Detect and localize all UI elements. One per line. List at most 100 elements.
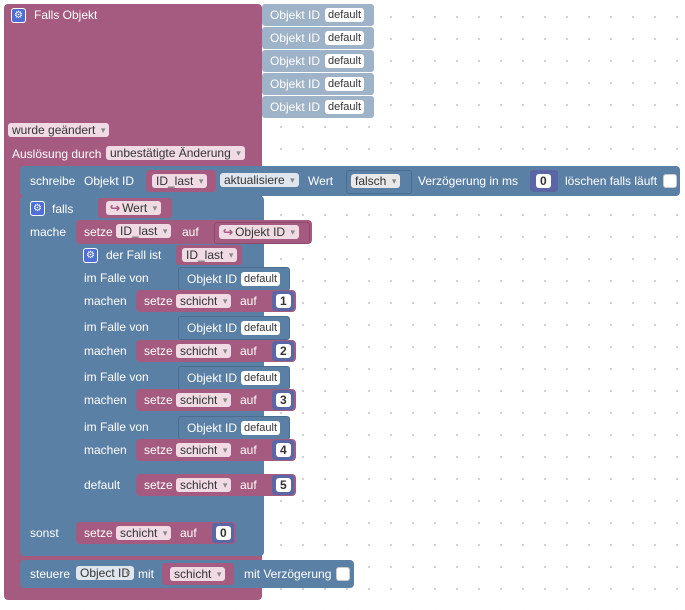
auf-label: auf bbox=[182, 225, 199, 239]
if-cond-block[interactable]: ↪Wert bbox=[98, 198, 172, 218]
schreibe-mode-dropdown[interactable]: aktualisiere bbox=[220, 173, 299, 187]
case-label-4: im Falle von bbox=[84, 420, 149, 434]
trigger-object-4[interactable]: Objekt ID default bbox=[262, 73, 374, 95]
setze-idlast-block[interactable]: setze ID_last auf ↪Objekt ID bbox=[76, 220, 312, 244]
case-setze-1[interactable]: setze schicht auf 1 bbox=[136, 290, 296, 312]
number-block[interactable]: 2 bbox=[272, 341, 294, 361]
case-object-3[interactable]: Objekt ID default bbox=[178, 366, 290, 390]
object-id-value[interactable]: default bbox=[325, 8, 365, 22]
steuere-var-block[interactable]: schicht bbox=[162, 563, 234, 585]
case-object-value[interactable]: default bbox=[241, 371, 281, 385]
trigger-object-5[interactable]: Objekt ID default bbox=[262, 96, 374, 118]
setze-var-dropdown[interactable]: schicht bbox=[116, 526, 172, 540]
setze-var-dropdown[interactable]: schicht bbox=[176, 478, 232, 492]
auf-label: auf bbox=[180, 526, 197, 540]
else-setze[interactable]: setze schicht auf 0 bbox=[76, 522, 236, 544]
number-block[interactable]: 3 bbox=[272, 390, 294, 410]
trigger-gear-icon[interactable]: ⚙ bbox=[11, 8, 26, 23]
if-mache-label: mache bbox=[30, 225, 67, 239]
ausloesung-dropdown[interactable]: unbestätigte Änderung bbox=[106, 146, 245, 160]
case-setze-2[interactable]: setze schicht auf 2 bbox=[136, 340, 296, 362]
auf-label: auf bbox=[240, 478, 257, 492]
number-block[interactable]: 4 bbox=[272, 440, 294, 460]
trigger-title: Falls Objekt bbox=[34, 8, 98, 22]
trigger-object-2[interactable]: Objekt ID default bbox=[262, 27, 374, 49]
if-cond-dropdown[interactable]: ↪Wert bbox=[106, 201, 162, 215]
case-object-label: Objekt ID bbox=[187, 371, 238, 385]
schreibe-block[interactable]: schreibe Objekt ID ID_last aktualisiere … bbox=[20, 166, 680, 196]
ausloesung-label: Auslösung durch bbox=[12, 147, 102, 161]
schreibe-var-block[interactable]: ID_last bbox=[146, 170, 216, 192]
switch-gear-icon[interactable]: ⚙ bbox=[83, 248, 98, 263]
do-label-1: machen bbox=[84, 294, 127, 308]
steuere-delay-checkbox[interactable] bbox=[336, 567, 350, 581]
number-block[interactable]: 1 bbox=[272, 291, 294, 311]
number-value[interactable]: 3 bbox=[276, 393, 291, 407]
setze-value-dropdown[interactable]: ↪Objekt ID bbox=[219, 225, 300, 239]
switch-var-block[interactable]: ID_last bbox=[176, 245, 242, 265]
setze-var-dropdown[interactable]: schicht bbox=[176, 344, 232, 358]
case-object-value[interactable]: default bbox=[241, 421, 281, 435]
schreibe-objekt-label: Objekt ID bbox=[84, 174, 135, 188]
setze-var-dropdown[interactable]: ID_last bbox=[116, 224, 172, 238]
case-object-value[interactable]: default bbox=[241, 272, 281, 286]
setze-label: setze bbox=[84, 225, 113, 239]
number-block[interactable]: 0 bbox=[212, 523, 234, 543]
trigger-object-3[interactable]: Objekt ID default bbox=[262, 50, 374, 72]
number-value[interactable]: 2 bbox=[276, 344, 291, 358]
case-object-2[interactable]: Objekt ID default bbox=[178, 316, 290, 340]
object-id-label: Objekt ID bbox=[270, 77, 321, 91]
object-id-value[interactable]: default bbox=[325, 54, 365, 68]
object-id-value[interactable]: default bbox=[325, 100, 365, 114]
case-object-label: Objekt ID bbox=[187, 272, 238, 286]
do-label-3: machen bbox=[84, 393, 127, 407]
setze-value-block[interactable]: ↪Objekt ID bbox=[214, 222, 310, 244]
switch-var-dropdown[interactable]: ID_last bbox=[182, 248, 238, 262]
if-sonst-label: sonst bbox=[30, 526, 59, 540]
schreibe-delay-value[interactable]: 0 bbox=[536, 174, 551, 188]
schreibe-wert-block[interactable]: falsch bbox=[346, 170, 412, 194]
number-value[interactable]: 5 bbox=[276, 478, 291, 492]
setze-label: setze bbox=[144, 443, 173, 457]
case-object-value[interactable]: default bbox=[241, 321, 281, 335]
schreibe-cancel-checkbox[interactable] bbox=[663, 174, 677, 188]
steuere-block[interactable]: steuere Object ID mit schicht mit Verzög… bbox=[20, 560, 354, 588]
steuere-label: steuere bbox=[30, 567, 71, 581]
setze-label: setze bbox=[144, 294, 173, 308]
steuere-object-dropdown[interactable]: Object ID bbox=[76, 566, 135, 580]
case-object-4[interactable]: Objekt ID default bbox=[178, 416, 290, 440]
trigger-event-dropdown[interactable]: wurde geändert bbox=[8, 123, 110, 137]
object-id-value[interactable]: default bbox=[325, 31, 365, 45]
auf-label: auf bbox=[240, 443, 257, 457]
variable-arrow-icon: ↪ bbox=[223, 225, 234, 239]
number-value[interactable]: 4 bbox=[276, 443, 291, 457]
object-id-value[interactable]: default bbox=[325, 77, 365, 91]
number-value[interactable]: 0 bbox=[216, 526, 231, 540]
variable-arrow-icon: ↪ bbox=[110, 201, 121, 215]
case-setze-4[interactable]: setze schicht auf 4 bbox=[136, 439, 296, 461]
setze-label: setze bbox=[144, 344, 173, 358]
trigger-object-1[interactable]: Objekt ID default bbox=[262, 4, 374, 26]
schreibe-delay-block[interactable]: 0 bbox=[530, 170, 558, 192]
setze-label: setze bbox=[84, 526, 113, 540]
setze-value-text: Objekt ID bbox=[235, 225, 286, 239]
if-gear-icon[interactable]: ⚙ bbox=[30, 201, 45, 216]
setze-label: setze bbox=[144, 478, 173, 492]
setze-var-dropdown[interactable]: schicht bbox=[176, 443, 232, 457]
number-value[interactable]: 1 bbox=[276, 294, 291, 308]
steuere-delay-label: mit Verzögerung bbox=[244, 567, 332, 581]
default-setze[interactable]: setze schicht auf 5 bbox=[136, 474, 296, 496]
setze-var-dropdown[interactable]: schicht bbox=[176, 393, 232, 407]
case-label-2: im Falle von bbox=[84, 320, 149, 334]
auf-label: auf bbox=[240, 344, 257, 358]
schreibe-wert-dropdown[interactable]: falsch bbox=[351, 174, 401, 188]
object-id-label: Objekt ID bbox=[270, 31, 321, 45]
setze-var-dropdown[interactable]: schicht bbox=[176, 294, 232, 308]
schreibe-var-dropdown[interactable]: ID_last bbox=[152, 174, 208, 188]
case-object-1[interactable]: Objekt ID default bbox=[178, 267, 290, 291]
do-label-2: machen bbox=[84, 344, 127, 358]
number-block[interactable]: 5 bbox=[272, 475, 294, 495]
case-setze-3[interactable]: setze schicht auf 3 bbox=[136, 389, 296, 411]
steuere-var-dropdown[interactable]: schicht bbox=[170, 567, 226, 581]
schreibe-label: schreibe bbox=[30, 174, 76, 188]
